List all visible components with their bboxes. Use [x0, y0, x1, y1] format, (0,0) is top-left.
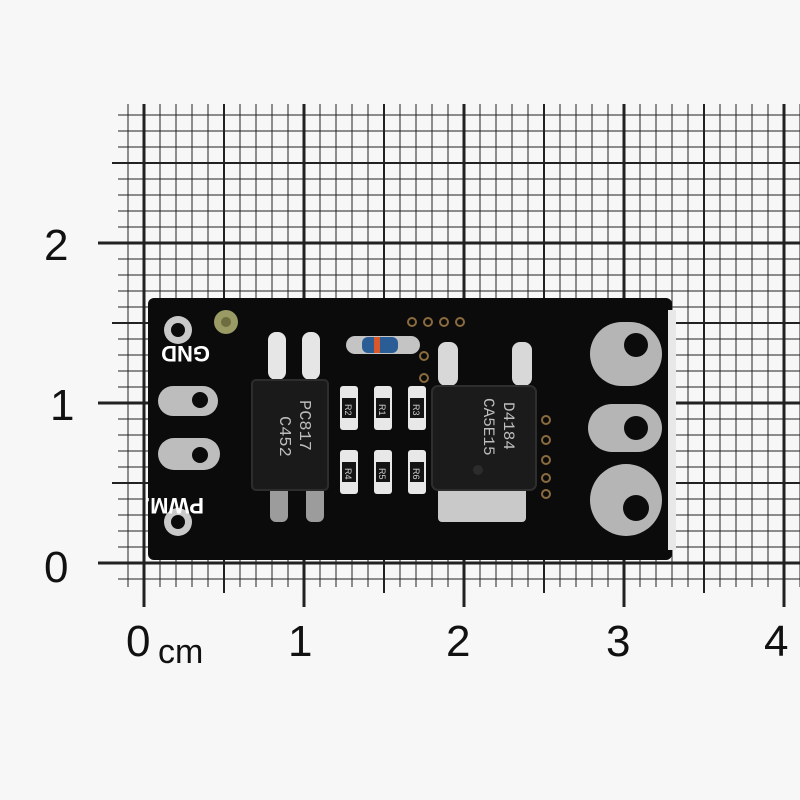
resistor-label-r2: R2 — [343, 404, 353, 416]
pcb-edge-highlight — [668, 310, 676, 550]
input-pad-1 — [158, 386, 218, 416]
gnd-pad — [214, 310, 238, 334]
input-pad-2 — [158, 438, 220, 470]
left-mount-hole-bottom — [164, 508, 192, 536]
resistor-label-r3: R3 — [411, 404, 421, 416]
x-axis-label-4: 4 — [764, 617, 789, 666]
output-pad-3 — [590, 464, 662, 536]
resistor-label-r1: R1 — [377, 404, 387, 416]
left-mount-hole-top — [164, 316, 192, 344]
resistor-label-r6: R6 — [411, 468, 421, 480]
y-axis-label-2: 2 — [44, 221, 69, 270]
x-axis-label-2: 2 — [446, 617, 471, 666]
mosfet-marking-line2: CA5E15 — [479, 398, 497, 456]
optocoupler-chip — [251, 332, 329, 522]
mosfet-chip — [431, 342, 537, 522]
smd-resistor-bodies — [342, 398, 424, 482]
x-axis-label-1: 1 — [288, 617, 313, 666]
mosfet-marking-line1: D4184 — [499, 402, 517, 450]
output-pad-1 — [590, 322, 662, 386]
resistor-label-r5: R5 — [377, 468, 387, 480]
silk-gnd-label: GND — [161, 341, 210, 366]
pcb-board: GND PWM. PC817 C452 D4184 CA5E15 R2 R1 R… — [144, 298, 676, 560]
x-axis-unit: cm — [158, 633, 204, 671]
opto-marking-line1: PC817 — [294, 400, 313, 451]
x-axis-label-0: 0 — [126, 617, 151, 666]
y-axis-label-0: 0 — [44, 543, 69, 592]
y-axis-label-1: 1 — [50, 381, 75, 430]
x-axis-label-3: 3 — [606, 617, 631, 666]
silk-pwm-label: PWM. — [144, 493, 204, 518]
output-pad-2 — [588, 404, 662, 452]
opto-marking-line2: C452 — [274, 416, 293, 457]
via-holes — [407, 317, 551, 499]
diode — [346, 336, 420, 354]
resistor-label-r4: R4 — [343, 468, 353, 480]
